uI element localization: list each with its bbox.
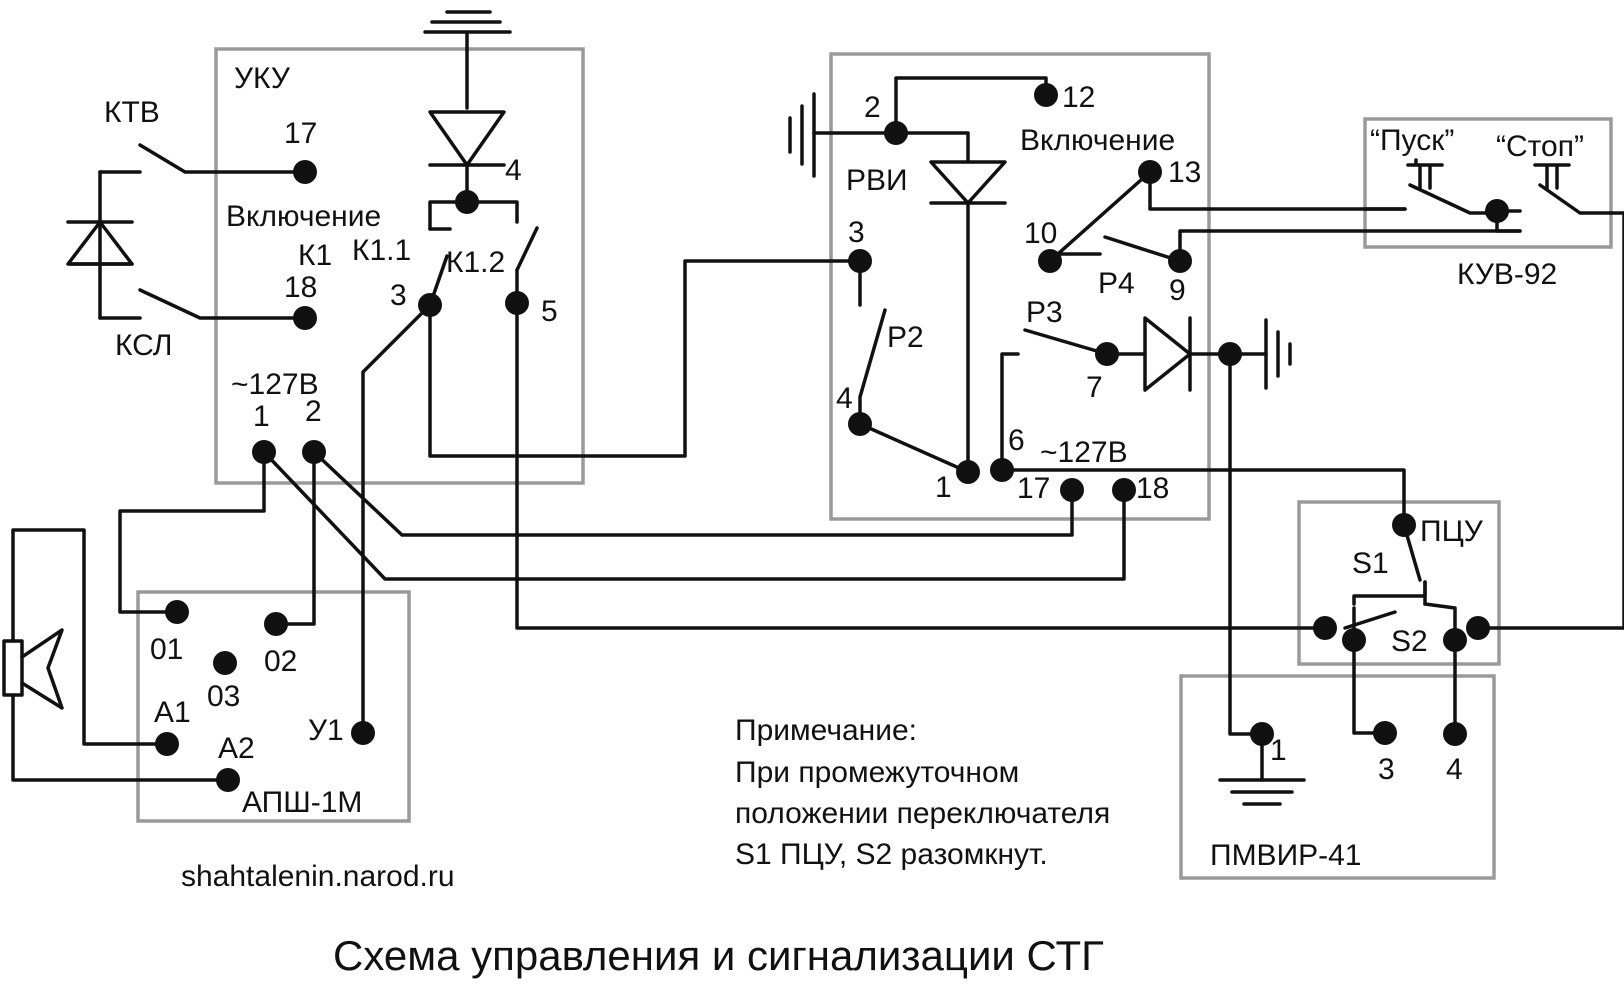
kuv-start-label: “Пуск” [1370, 124, 1454, 157]
ktv-ksl-group [66, 143, 307, 320]
rvi-p3-diode-icon [1105, 316, 1268, 392]
uku-label-17: 17 [284, 117, 317, 150]
pmvir-label-4: 4 [1446, 753, 1463, 786]
apsh-label-a2: А2 [218, 732, 255, 765]
kuv-name: КУВ-92 [1457, 258, 1557, 291]
uku-label-1: 1 [253, 400, 270, 433]
ktv-diode-icon [66, 220, 134, 266]
rvi-label-3: 3 [848, 216, 865, 249]
rvi-terminal-18 [1112, 478, 1136, 502]
rvi-label-13: 13 [1168, 156, 1201, 189]
pcu-terminal-right [1466, 616, 1490, 640]
apsh-label-a1: А1 [154, 696, 191, 729]
rvi-label-1: 1 [935, 471, 952, 504]
uku-diode-icon [428, 110, 506, 204]
apsh-label-03: 03 [207, 680, 240, 713]
rvi-right-ground-icon [1264, 318, 1292, 390]
rvi-p3-label: Р3 [1026, 296, 1063, 329]
diagram-title: Схема управления и сигнализации СТГ [333, 932, 1104, 979]
uku-k1-label: К1 [298, 239, 332, 272]
rvi-name: РВИ [846, 164, 908, 197]
kuv-stop-label: “Стоп” [1496, 130, 1584, 163]
pcu-terminal-left [1313, 616, 1337, 640]
kuv92-block [1363, 117, 1613, 249]
pcu-s2-label: S2 [1391, 625, 1428, 658]
rvi-p2-label: Р2 [887, 321, 924, 354]
rvi-terminal-12 [1034, 83, 1058, 107]
uku-label-5: 5 [541, 295, 558, 328]
pmvir-ground-icon [1218, 732, 1306, 806]
rvi-label-7: 7 [1086, 371, 1103, 404]
website-label: shahtalenin.narod.ru [181, 860, 455, 893]
uku-k11-label: К1.1 [352, 234, 411, 267]
pmvir-label-1: 1 [1270, 734, 1287, 767]
uku-enable-label: Включение [226, 200, 381, 233]
apsh-terminal-01 [165, 600, 189, 624]
stop-button-icon [1495, 163, 1613, 215]
pmvir41-block [1179, 674, 1496, 880]
pmvir-label-3: 3 [1378, 753, 1395, 786]
note-line-1: При промежуточном [735, 756, 1019, 789]
rvi-label-17: 17 [1017, 472, 1050, 505]
rvi-block [829, 52, 1211, 521]
uku-label-18: 18 [284, 271, 317, 304]
pmvir-name: ПМВИР-41 [1210, 839, 1362, 872]
rvi-label-18: 18 [1136, 472, 1169, 505]
start-button-icon [1363, 158, 1497, 215]
rvi-label-12: 12 [1062, 81, 1095, 114]
uku-voltage-label: ~127В [231, 368, 319, 401]
uku-terminal-18 [293, 306, 317, 330]
apsh-label-01: 01 [150, 633, 183, 666]
rvi-label-9: 9 [1169, 274, 1186, 307]
apsh-terminal-02 [264, 612, 288, 636]
note-heading: Примечание: [735, 714, 917, 747]
rvi-label-2: 2 [864, 91, 881, 124]
uku-label-3: 3 [390, 279, 407, 312]
rvi-voltage-label: ~127В [1040, 436, 1128, 469]
uku-ground-icon [423, 10, 512, 110]
apsh-label-02: 02 [264, 645, 297, 678]
rvi-p4-label: Р4 [1098, 267, 1135, 300]
apsh-label-u1: У1 [308, 714, 344, 747]
uku-label-2: 2 [305, 395, 322, 428]
rvi-ground-icon [788, 92, 898, 178]
pcu-name: ПЦУ [1420, 515, 1484, 548]
rvi-diode-icon [929, 160, 1007, 205]
pcu-s1-label: S1 [1352, 547, 1389, 580]
rvi-label-4: 4 [836, 382, 853, 415]
note-line-3: S1 ПЦУ, S2 разомкнут. [735, 838, 1048, 871]
rvi-label-6: 6 [1008, 424, 1025, 457]
apsh1m-block [136, 590, 411, 823]
uku-name: УКУ [234, 62, 291, 95]
note-line-2: положении переключателя [735, 797, 1110, 830]
pmvir-terminal-3 [1373, 721, 1397, 745]
ksl-label: КСЛ [115, 329, 173, 362]
rvi-label-10: 10 [1024, 217, 1057, 250]
uku-label-4: 4 [505, 154, 522, 187]
uku-k12-label: К1.2 [446, 246, 505, 279]
pmvir-terminal-4 [1443, 722, 1467, 746]
rvi-terminal-17 [1060, 478, 1084, 502]
rvi-enable-label: Включение [1020, 124, 1175, 157]
ktv-label: КТВ [104, 96, 160, 129]
uku-block [214, 47, 585, 485]
pcu-block [1297, 500, 1501, 666]
apsh-name: АПШ-1М [242, 786, 362, 819]
apsh-terminal-u1 [351, 721, 375, 745]
uku-terminal-17 [293, 160, 317, 184]
apsh-terminal-03 [213, 651, 237, 675]
